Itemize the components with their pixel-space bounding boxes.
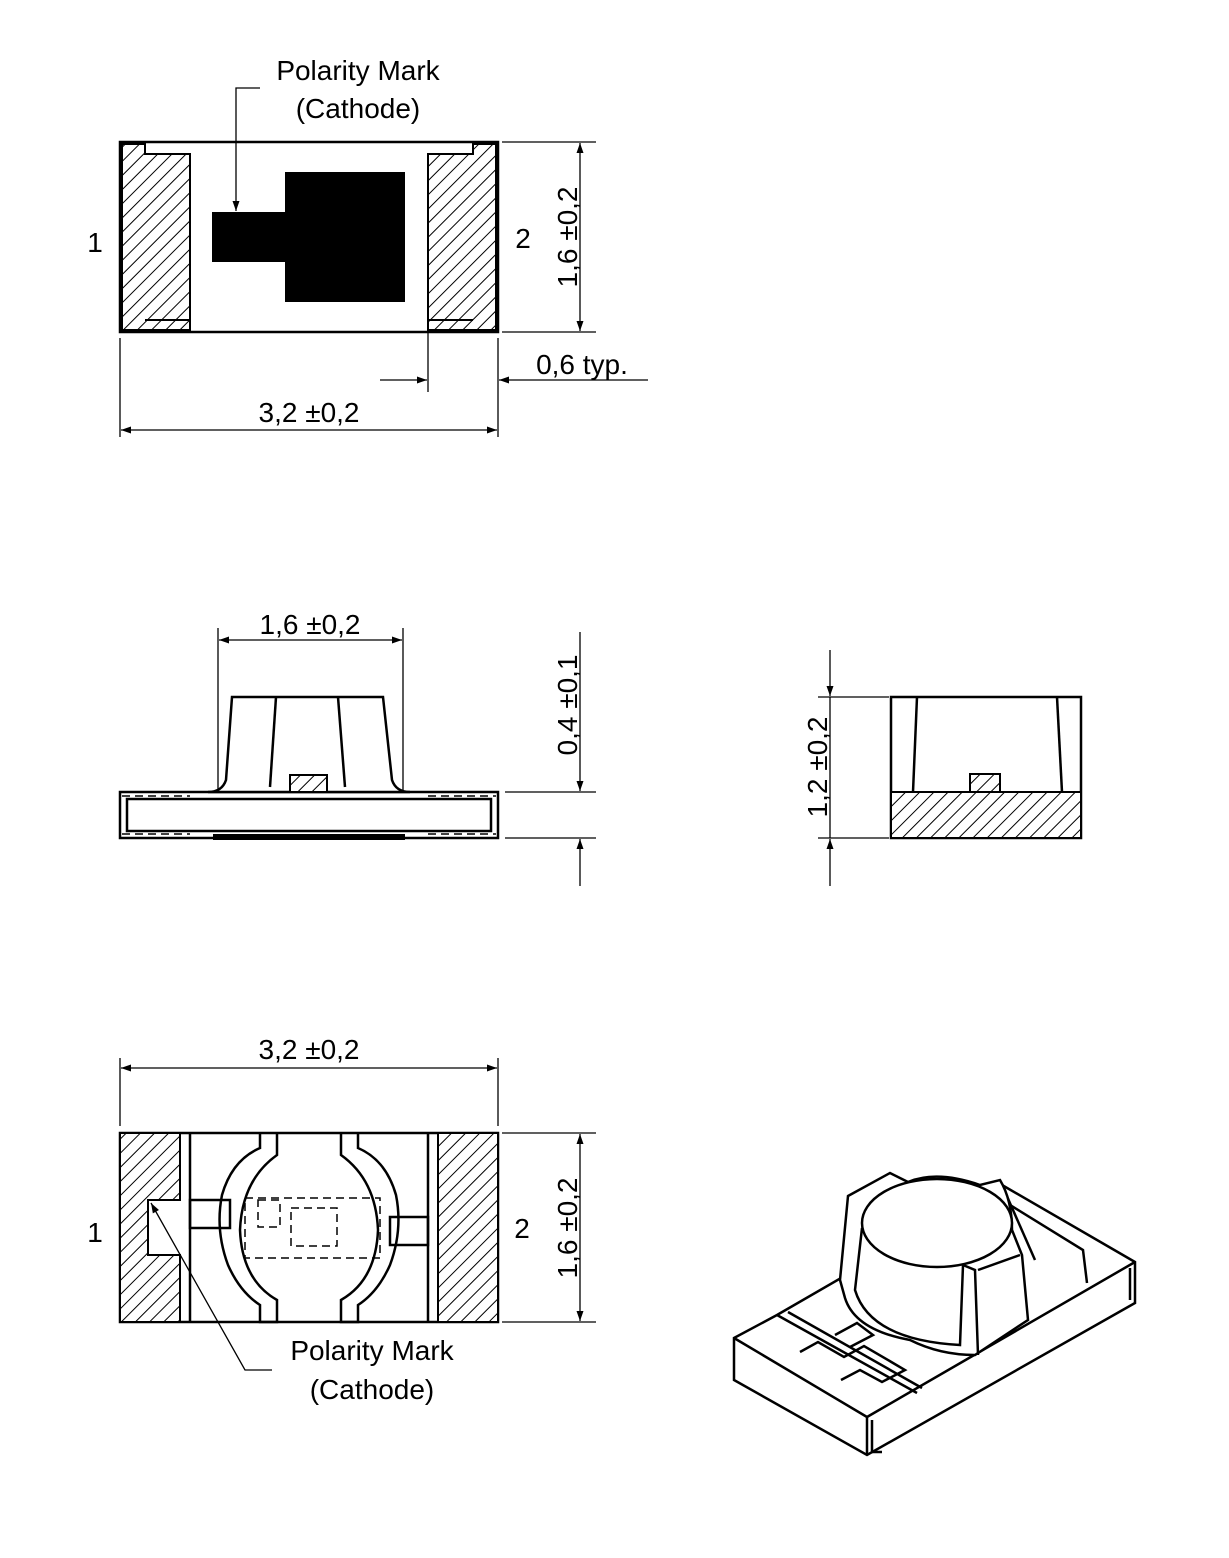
bottom-polarity-leader bbox=[150, 1202, 272, 1371]
package-outline bbox=[118, 140, 500, 334]
bottom-pin-2-label: 2 bbox=[514, 1213, 530, 1244]
iso-cathode-mark bbox=[799, 1340, 908, 1384]
end-substrate bbox=[890, 791, 1082, 839]
bottom-pad-left bbox=[119, 1132, 181, 1323]
pin-1-label: 1 bbox=[87, 227, 103, 258]
base-height-dimension: 0,4 ±0,1 bbox=[552, 655, 583, 756]
lens-arc-left bbox=[218, 1133, 279, 1324]
bottom-height-dimension: 1,6 ±0,2 bbox=[552, 1178, 583, 1279]
isometric-view bbox=[732, 1171, 1137, 1457]
height-dimension: 1,6 ±0,2 bbox=[552, 187, 583, 288]
iso-lens-top bbox=[860, 1177, 1014, 1269]
pad-dimension: 0,6 typ. bbox=[536, 349, 628, 380]
pin-2-label: 2 bbox=[515, 223, 531, 254]
lens-arc-right bbox=[339, 1133, 400, 1324]
lens-width-dimension: 1,6 ±0,2 bbox=[260, 609, 361, 640]
bottom-polarity-label: Polarity Mark bbox=[290, 1335, 454, 1366]
end-view: 1,2 ±0,2 bbox=[802, 650, 1083, 886]
total-height-dimension: 1,2 ±0,2 bbox=[802, 717, 833, 818]
top-view: Polarity Mark (Cathode) 1 2 1,6 ±0,2 3,2… bbox=[87, 55, 648, 437]
bottom-width-dimension: 3,2 ±0,2 bbox=[259, 1034, 360, 1065]
cathode-label: (Cathode) bbox=[296, 93, 421, 124]
pad-right bbox=[427, 143, 497, 331]
die bbox=[289, 774, 328, 793]
cathode-mark-tab bbox=[212, 212, 287, 262]
bottom-pad-right bbox=[437, 1132, 499, 1323]
cathode-mark-die bbox=[285, 172, 405, 302]
bottom-cathode-label: (Cathode) bbox=[310, 1374, 435, 1405]
polarity-label: Polarity Mark bbox=[276, 55, 440, 86]
pad-left bbox=[121, 143, 191, 331]
bottom-metal bbox=[213, 834, 405, 840]
side-view: 1,6 ±0,2 0,4 ±0,1 bbox=[118, 609, 596, 886]
width-dimension: 3,2 ±0,2 bbox=[259, 397, 360, 428]
polarity-leader bbox=[232, 87, 260, 211]
bottom-view: 3,2 ±0,2 1,6 ±0,2 1 2 Polarity Mark (Cat… bbox=[87, 1034, 596, 1405]
bottom-pin-1-label: 1 bbox=[87, 1217, 103, 1248]
lens-body bbox=[207, 695, 411, 794]
